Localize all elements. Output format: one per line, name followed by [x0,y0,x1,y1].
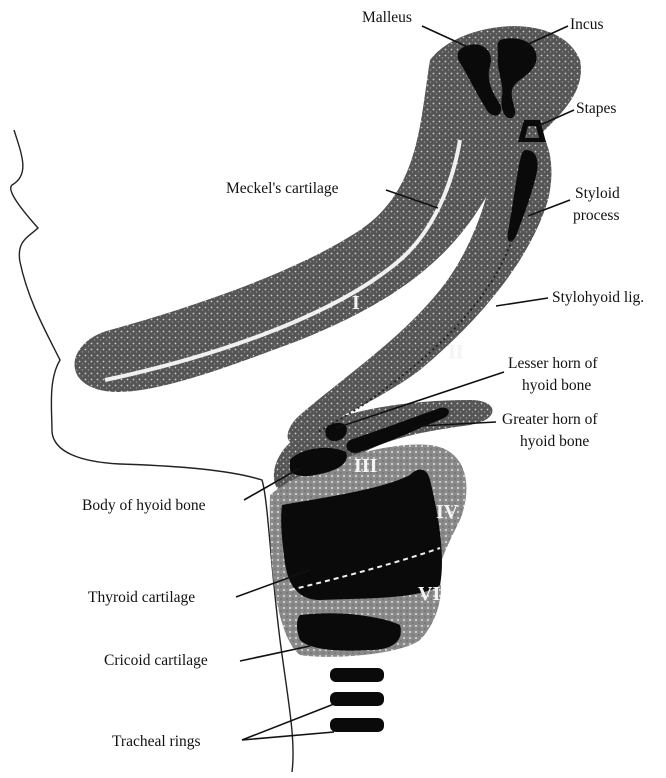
greater-horn-label-line2: hyoid bone [520,433,589,450]
lesser-horn-label-line2: hyoid bone [522,377,591,394]
body-of-hyoid-label: Body of hyoid bone [82,497,206,514]
arch-numeral-vi: VI [418,583,440,605]
stylohyoid-lig-label: Stylohyoid lig. [552,289,644,306]
tracheal-ring [330,692,384,706]
meckels-cartilage-label: Meckel's cartilage [226,180,339,197]
face-profile-outline [11,130,293,772]
styloid-process-label-line1: Styloid [575,185,620,202]
stapes-label: Stapes [576,100,616,117]
tracheal-rings-label: Tracheal rings [112,733,201,750]
arch-numeral-ii: II [448,341,464,363]
greater-horn-label-line1: Greater horn of [502,411,598,428]
arch-numeral-iv: IV [436,501,459,523]
tracheal-rings-leader-lower [242,732,334,740]
tracheal-ring [330,668,384,682]
tracheal-ring [330,718,384,732]
cricoid-cartilage-label: Cricoid cartilage [104,652,208,669]
arch-numeral-i: I [352,292,360,314]
styloid-process-label-line2: process [573,207,620,224]
thyroid-cartilage-label: Thyroid cartilage [88,589,195,606]
arch-numeral-iii: III [354,455,378,477]
malleus-label: Malleus [362,9,412,26]
incus-label: Incus [570,16,604,33]
lesser-horn-label-line1: Lesser horn of [508,355,598,372]
tracheal-rings-leader-upper [242,704,334,740]
stylohyoid-lig-leader [496,298,548,306]
